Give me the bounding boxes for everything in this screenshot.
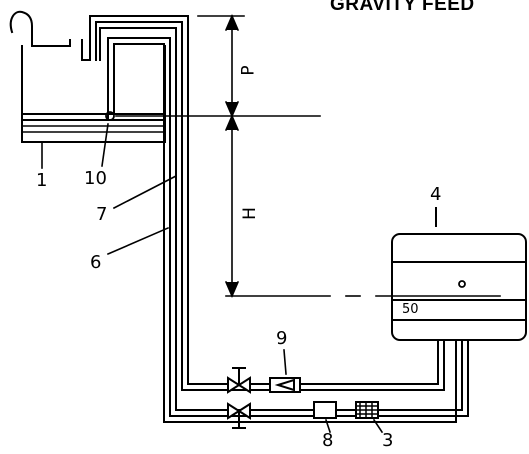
part-number-10: 10: [84, 168, 107, 189]
supply-tank: [9, 10, 166, 143]
upper-valve: [227, 367, 301, 394]
leader-lines: [41, 123, 384, 434]
dimension-label-h: H: [239, 207, 260, 220]
part-number-6: 6: [90, 252, 102, 273]
part-number-1: 1: [36, 170, 48, 191]
part-number-7: 7: [96, 204, 108, 225]
burner-gauge-text: 50: [402, 302, 419, 317]
return-line: [89, 15, 189, 299]
part-number-8: 8: [322, 430, 334, 451]
dimension-label-p: P: [238, 65, 259, 76]
lower-valve: [227, 401, 379, 429]
burner-unit: [391, 207, 527, 341]
part-number-9: 9: [276, 328, 288, 349]
diagram-title: GRAVITY FEED: [330, 0, 475, 15]
dimension-lines: [115, 13, 501, 299]
part-number-3: 3: [382, 430, 394, 451]
tank-suction-pipe: [105, 37, 171, 301]
part-number-4: 4: [430, 184, 442, 205]
